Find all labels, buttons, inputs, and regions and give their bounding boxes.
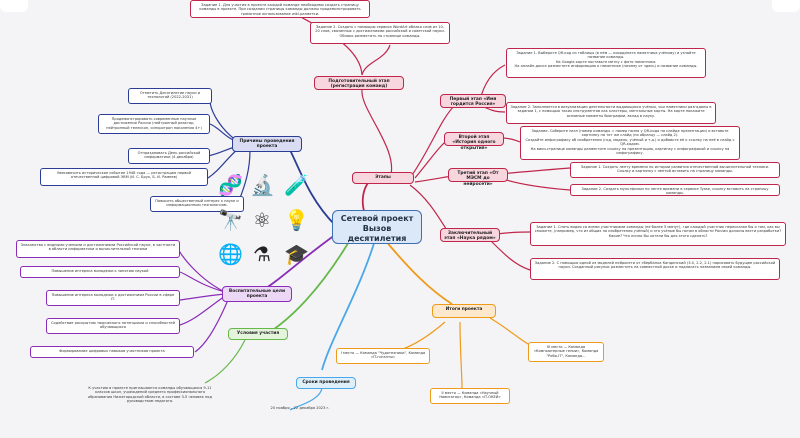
link-center-results bbox=[384, 239, 453, 305]
result-place-2: II место — Команда «Научный Навигатор», … bbox=[430, 388, 510, 404]
stage-third[interactable]: Третий этап «От МЭСМ до нейросети» bbox=[448, 168, 508, 187]
link-results-3 bbox=[489, 317, 531, 346]
prep-task-1: Задание 1. Для участия в проекте каждой … bbox=[190, 0, 370, 18]
top-right-tab bbox=[772, 0, 800, 12]
goal-2: Повышение интереса молодежи к занятию на… bbox=[20, 266, 180, 278]
atom-icon: ⚛ bbox=[253, 208, 271, 232]
graduation-cap-icon: 🎓 bbox=[284, 242, 309, 266]
link-results-2 bbox=[459, 321, 463, 389]
dates-text: 20 ноября – 22 декабря 2023 г. bbox=[270, 406, 330, 410]
lightbulb-icon: 💡 bbox=[284, 208, 309, 232]
link-goals-5 bbox=[194, 299, 229, 353]
final-task-1: Задание 1. Снять видео со всеми участник… bbox=[530, 222, 786, 246]
test-tubes-icon: 🧪 bbox=[284, 173, 309, 197]
third-task-1: Задание 1. Создать ленту времени по исто… bbox=[570, 162, 780, 178]
link-third-task2 bbox=[499, 177, 571, 191]
microscope-icon: 🔬 bbox=[250, 173, 275, 197]
dna-icon: 🧬 bbox=[218, 173, 243, 197]
stage-final[interactable]: Заключительный этап «Наука рядом» bbox=[440, 228, 500, 242]
second-task: Задание. Соберите пазл (номер команды = … bbox=[520, 126, 740, 160]
link-prep-task2 bbox=[361, 44, 391, 76]
link-reasons-5 bbox=[239, 149, 251, 199]
stage-second[interactable]: Второй этап «История одного открытия» bbox=[444, 132, 504, 151]
branch-conditions[interactable]: Условия участия bbox=[228, 328, 288, 340]
third-task-2: Задание 2. Создать мультфильм по ленте в… bbox=[570, 184, 780, 196]
conditions-text: К участию в проекте приглашаются команды… bbox=[88, 386, 212, 404]
top-left-tab bbox=[0, 0, 28, 12]
link-third-task1 bbox=[499, 167, 571, 175]
first-task-1: Задание 1. Выберите QR-код из таблицы (в… bbox=[506, 48, 706, 78]
link-goals-2 bbox=[179, 271, 226, 293]
reason-5: Повысить общественный интерес к науке и … bbox=[150, 196, 244, 212]
link-results-1 bbox=[399, 321, 446, 351]
central-topic[interactable]: Сетевой проект Вызов десятилетия bbox=[332, 210, 422, 244]
link-center-dates bbox=[321, 239, 376, 371]
reason-1: Отметить Десятилетие науки и технологий … bbox=[128, 88, 212, 104]
goal-1: Знакомство с видными учеными и достижени… bbox=[16, 240, 180, 258]
goal-5: Формирование цифровых навыков участников… bbox=[30, 346, 194, 358]
link-stages-third bbox=[414, 175, 453, 183]
result-place-3: III место — Команда «Компьютерные гении»… bbox=[528, 342, 604, 362]
first-task-2: Задание 2. Заполняется в визуализации де… bbox=[506, 102, 716, 124]
final-task-2: Задание 2. С помощью одной из моделей не… bbox=[530, 258, 780, 280]
link-center-reasons bbox=[289, 149, 336, 226]
branch-goals[interactable]: Воспитательные цели проекта bbox=[222, 286, 292, 302]
link-goals-4 bbox=[179, 295, 226, 326]
link-stages-first bbox=[409, 104, 456, 179]
telescope-icon: 🔭 bbox=[218, 208, 243, 232]
link-final-task2 bbox=[489, 239, 531, 271]
branch-dates[interactable]: Сроки проведения bbox=[296, 377, 356, 389]
link-dates-text bbox=[289, 387, 323, 411]
goal-3: Повышение интереса молодежи к достижения… bbox=[46, 290, 180, 306]
stage-first[interactable]: Первый этап «Имя гордится Россия» bbox=[440, 94, 506, 108]
goal-4: Содействие раскрытию творческого потенци… bbox=[46, 318, 180, 334]
result-place-1: I место — Команда "Чудотехники", Команда… bbox=[336, 348, 430, 364]
link-stages-prep bbox=[361, 89, 393, 179]
globe-icon: 🌐 bbox=[218, 242, 243, 266]
link-stages-second bbox=[414, 139, 449, 179]
reason-3: Отпраздновать День российской информатик… bbox=[128, 148, 210, 164]
branch-stages[interactable]: Этапы bbox=[352, 172, 414, 184]
link-goals-3 bbox=[179, 293, 226, 301]
beaker-icon: ⚗ bbox=[253, 242, 271, 266]
reason-4: Увековечить историческое событие 1948 го… bbox=[40, 168, 208, 186]
stage-prep[interactable]: Подготовительный этап (регистрация коман… bbox=[314, 76, 404, 90]
link-conditions-text bbox=[204, 339, 246, 384]
branch-results[interactable]: Итоги проекта bbox=[432, 304, 496, 318]
prep-task-2: Задание 2. Создать с помощью сервиса Wor… bbox=[310, 22, 450, 44]
reason-2: Продемонстрировать современные научные д… bbox=[98, 114, 210, 134]
branch-reasons[interactable]: Причины проведения проекта bbox=[232, 136, 302, 152]
